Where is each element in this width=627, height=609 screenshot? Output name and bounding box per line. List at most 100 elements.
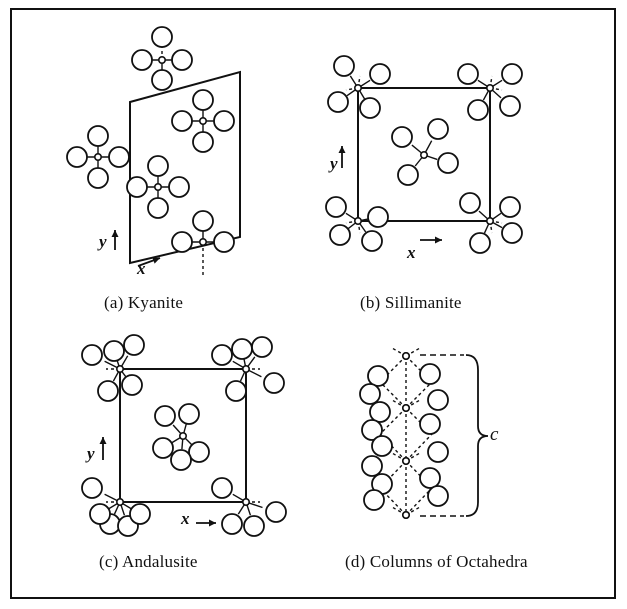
axis-arrow-head [152, 257, 160, 264]
oxygen-atom [87, 125, 109, 147]
panel-octahedra-columns-diagram [359, 347, 489, 519]
oxygen-atom [178, 403, 200, 425]
kyanite-unit-cell [129, 70, 241, 265]
oxygen-atom [419, 467, 441, 489]
oxygen-atom [363, 489, 385, 511]
aluminum-atom [199, 238, 208, 247]
sillimanite-y-arrow [338, 146, 346, 168]
aluminum-atom [242, 364, 251, 373]
oxygen-atom [231, 338, 253, 360]
oxygen-atom [469, 232, 491, 254]
axis-arrow-head [338, 146, 346, 153]
oxygen-atom [97, 380, 119, 402]
aluminum-atom [401, 456, 410, 465]
aluminum-atom [158, 55, 167, 64]
oxygen-atom [427, 118, 449, 140]
oxygen-atom [81, 477, 103, 499]
oxygen-atom [251, 336, 273, 358]
oxygen-atom [192, 131, 214, 153]
aluminum-atom [401, 403, 410, 412]
oxygen-atom [87, 167, 109, 189]
bond-line [379, 381, 407, 409]
oxygen-atom [369, 401, 391, 423]
oxygen-atom [499, 196, 521, 218]
andalusite-y-axis-label: y [87, 444, 95, 463]
aluminum-atom [154, 183, 163, 192]
kyanite-x-arrow [137, 257, 161, 267]
oxygen-atom [359, 97, 381, 119]
oxygen-atom [151, 26, 173, 48]
panel-sillimanite-diagram [325, 55, 523, 254]
sillimanite-unit-cell [357, 87, 491, 222]
oxygen-atom [457, 63, 479, 85]
oxygen-atom [369, 63, 391, 85]
oxygen-atom [126, 176, 148, 198]
axis-arrow-head [111, 230, 119, 237]
andalusite-unit-cell [119, 368, 247, 503]
aluminum-atom [116, 364, 125, 373]
oxygen-atom [89, 503, 111, 525]
oxygen-atom [501, 63, 523, 85]
aluminum-atom [179, 431, 188, 440]
aluminum-atom [485, 217, 494, 226]
oxygen-atom [188, 441, 210, 463]
aluminum-atom [199, 117, 208, 126]
aluminum-atom [485, 84, 494, 93]
aluminum-atom [94, 153, 103, 162]
oxygen-atom [211, 477, 233, 499]
oxygen-atom [192, 210, 214, 232]
oxygen-atom [131, 49, 153, 71]
caption-kyanite: (a) Kyanite [104, 293, 184, 312]
oxygen-atom [427, 485, 449, 507]
oxygen-atom [419, 363, 441, 385]
oxygen-atom [213, 231, 235, 253]
axis-arrow-head [99, 437, 107, 444]
oxygen-atom [225, 380, 247, 402]
oxygen-atom [171, 231, 193, 253]
oxygen-atom [168, 176, 190, 198]
oxygen-atom [103, 340, 125, 362]
caption-sillimanite: (b) Sillimanite [360, 293, 462, 312]
oxygen-atom [359, 383, 381, 405]
oxygen-atom [211, 344, 233, 366]
oxygen-atom [361, 419, 383, 441]
oxygen-atom [327, 91, 349, 113]
oxygen-atom [325, 196, 347, 218]
oxygen-atom [192, 89, 214, 111]
aluminum-atom [353, 84, 362, 93]
oxygen-atom [129, 503, 151, 525]
andalusite-x-arrow [196, 519, 216, 527]
oxygen-atom [467, 99, 489, 121]
oxygen-atom [361, 455, 383, 477]
oxygen-atom [152, 437, 174, 459]
oxygen-atom [147, 155, 169, 177]
oxygen-atom [333, 55, 355, 77]
c-axis-bracket-label: c [490, 424, 499, 445]
aluminum-atom [401, 351, 410, 360]
oxygen-atom [499, 95, 521, 117]
aluminum-atom [401, 510, 410, 519]
caption-columns-of-octahedra: (d) Columns of Octahedra [345, 552, 528, 571]
oxygen-atom [123, 334, 145, 356]
axis-arrow-head [435, 236, 442, 244]
oxygen-atom [66, 146, 88, 168]
oxygen-atom [171, 110, 193, 132]
oxygen-atom [81, 344, 103, 366]
oxygen-atom [427, 441, 449, 463]
panel-kyanite-diagram [66, 26, 241, 277]
oxygen-atom [501, 222, 523, 244]
andalusite-y-arrow [99, 437, 107, 460]
oxygen-atom [391, 126, 413, 148]
oxygen-atom [154, 405, 176, 427]
axis-arrow-head [209, 519, 216, 527]
bond-line [379, 407, 407, 435]
oxygen-atom [367, 206, 389, 228]
aluminum-atom [116, 497, 125, 506]
sillimanite-x-axis-label: x [407, 243, 416, 262]
sillimanite-y-axis-label: y [330, 154, 338, 173]
oxygen-atom [151, 69, 173, 91]
oxygen-atom [459, 192, 481, 214]
oxygen-atom [108, 146, 130, 168]
oxygen-atom [213, 110, 235, 132]
figure-frame [10, 8, 616, 599]
